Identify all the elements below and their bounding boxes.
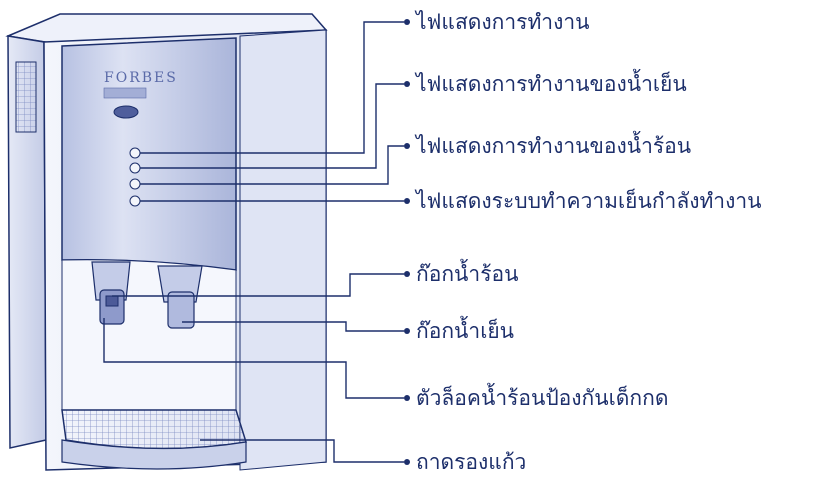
indicator-light-cooling <box>129 195 141 207</box>
hot-tap-illustration <box>91 261 131 325</box>
leader-cold <box>140 83 404 169</box>
callout-drip-tray: ถาดรองแก้ว <box>416 450 527 474</box>
leader-lines <box>103 21 404 463</box>
callout-bullet <box>404 198 410 204</box>
callout-bullet <box>404 395 410 401</box>
leader-child-lock <box>103 318 404 399</box>
dispenser-right-edge <box>239 29 327 471</box>
leader-hot <box>140 145 404 185</box>
callout-hot-indicator: ไฟแสดงการทำงานของน้ำร้อน <box>416 134 692 158</box>
tap-recess <box>61 259 237 411</box>
drip-tray-illustration <box>61 409 247 450</box>
cold-tap-illustration <box>157 265 203 329</box>
callout-bullet <box>404 81 410 87</box>
brand-badge <box>113 105 139 119</box>
leader-power <box>140 21 404 154</box>
callout-cold-tap: ก๊อกน้ำเย็น <box>416 319 515 343</box>
callout-bullet <box>404 271 410 277</box>
brand-logo-plate <box>103 87 147 99</box>
leader-hot-tap <box>112 273 404 297</box>
callout-child-lock: ตัวล็อคน้ำร้อนป้องกันเด็กกด <box>416 386 669 410</box>
callout-bullet <box>404 459 410 465</box>
callout-bullet <box>404 328 410 334</box>
indicator-light-hot <box>129 178 141 190</box>
callout-hot-tap: ก๊อกน้ำร้อน <box>416 262 519 286</box>
callout-bullet <box>404 143 410 149</box>
side-vent <box>15 61 37 133</box>
brand-logo: FORBES <box>104 70 178 86</box>
callout-cold-indicator: ไฟแสดงการทำงานของน้ำเย็น <box>416 72 687 96</box>
callout-cooling-indicator: ไฟแสดงระบบทำความเย็นกำลังทำงาน <box>416 189 762 213</box>
leader-cold-tap <box>182 321 404 332</box>
callout-power-indicator: ไฟแสดงการทำงาน <box>416 10 590 34</box>
callout-bullet <box>404 19 410 25</box>
child-lock-button <box>105 295 119 307</box>
indicator-light-cold <box>129 162 141 174</box>
leader-drip-tray <box>200 439 404 463</box>
indicator-light-power <box>129 147 141 159</box>
